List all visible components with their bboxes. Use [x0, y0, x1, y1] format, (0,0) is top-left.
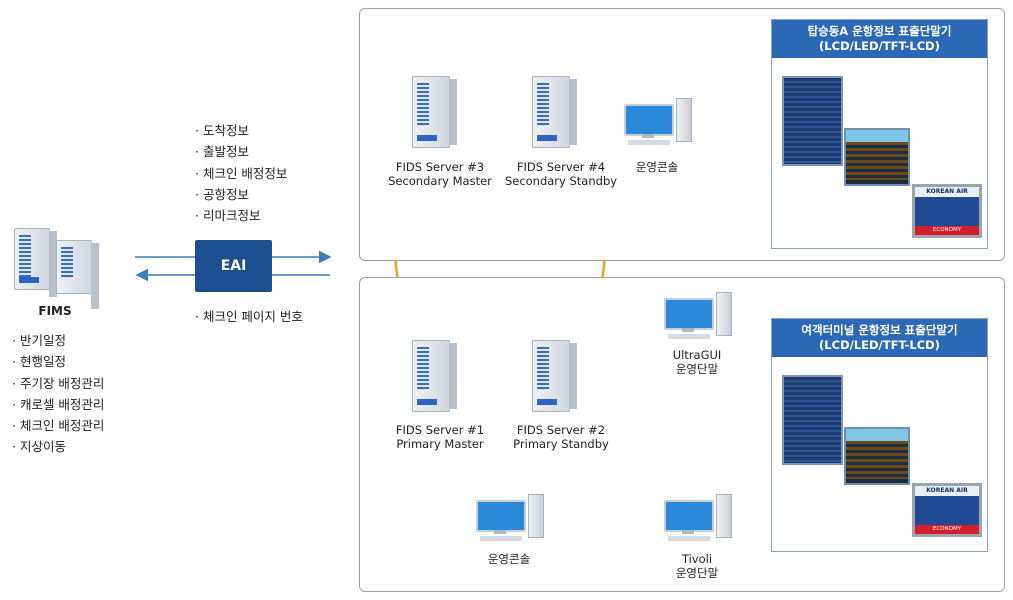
display-terminal-title-bottom: 여객터미널 운항정보 표출단말기(LCD/LED/TFT-LCD) [772, 319, 987, 357]
list-item: 체크인 배정정보 [195, 163, 287, 184]
list-item: 공항정보 [195, 184, 287, 205]
eai-inbound-list: 체크인 페이지 번호 [195, 306, 303, 327]
list-item: 지상이동 [12, 436, 104, 457]
fims-title: FIMS [38, 304, 72, 318]
list-item: 주기장 배정관리 [12, 373, 104, 394]
display-terminal-title-top: 탑승동A 운항정보 표출단말기(LCD/LED/TFT-LCD) [772, 20, 987, 58]
fims-item-list: 반기일정 현행일정 주기장 배정관리 캐로셀 배정관리 체크인 배정관리 지상이… [12, 330, 104, 458]
server-1-icon [412, 340, 457, 412]
operation-console-top-label: 운영콘솔 [635, 160, 679, 174]
server-2-icon [532, 340, 577, 412]
operation-console-bottom-label: 운영콘솔 [487, 552, 531, 566]
list-item: 리마크정보 [195, 205, 287, 226]
list-item: 체크인 페이지 번호 [195, 306, 303, 327]
list-item: 출발정보 [195, 141, 287, 162]
led-board-screen [844, 427, 910, 485]
tivoli-terminal-icon [664, 494, 734, 544]
list-item: 체크인 배정관리 [12, 415, 104, 436]
ultragui-terminal-icon [664, 292, 734, 342]
operation-console-top-icon [624, 98, 694, 148]
server-4-icon [532, 76, 577, 148]
display-terminal-box-bottom: 여객터미널 운항정보 표출단말기(LCD/LED/TFT-LCD) KOREAN… [771, 318, 988, 552]
eai-box: EAI [195, 240, 272, 292]
eai-outbound-list: 도착정보 출발정보 체크인 배정정보 공항정보 리마크정보 [195, 120, 287, 226]
list-item: 캐로셀 배정관리 [12, 394, 104, 415]
tft-gate-screen: KOREAN AIR ECONOMY [912, 184, 982, 238]
lcd-board-screen [782, 76, 843, 166]
operation-console-bottom-icon [476, 494, 546, 544]
list-item: 도착정보 [195, 120, 287, 141]
server-3-icon [412, 76, 457, 148]
tft-gate-screen: KOREAN AIR ECONOMY [912, 483, 982, 537]
display-terminal-box-top: 탑승동A 운항정보 표출단말기(LCD/LED/TFT-LCD) KOREAN … [771, 19, 988, 249]
led-board-screen [844, 128, 910, 186]
fims-server-icon-2 [56, 240, 99, 309]
list-item: 현행일정 [12, 351, 104, 372]
fims-server-icon [14, 228, 57, 297]
lcd-board-screen [782, 375, 843, 465]
list-item: 반기일정 [12, 330, 104, 351]
